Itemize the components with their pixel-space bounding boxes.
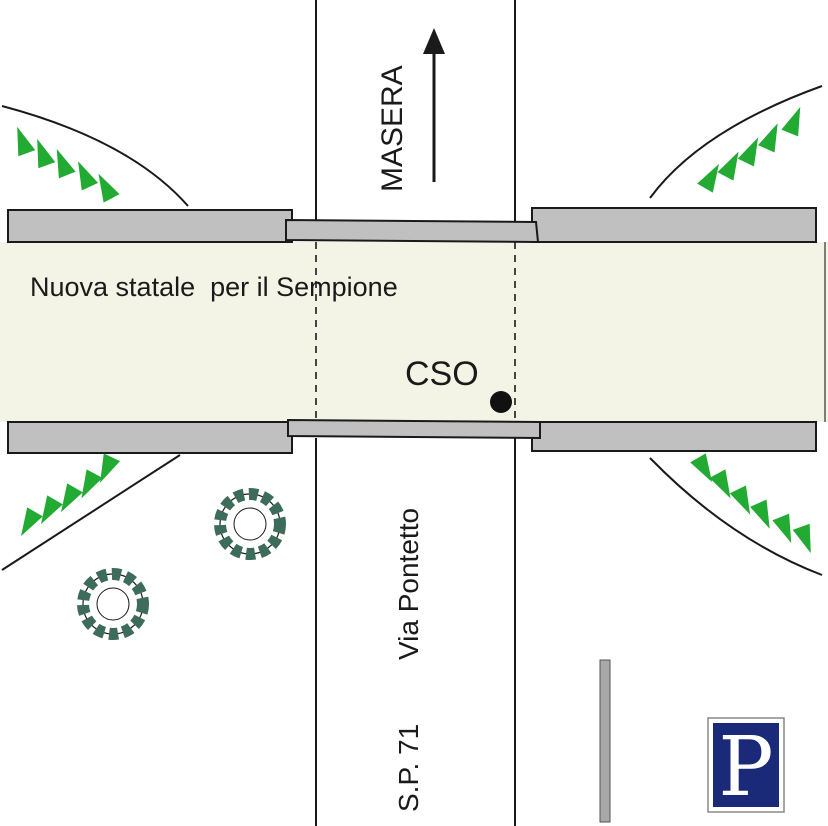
curve-top-left bbox=[1, 105, 189, 207]
curb-bottom-left bbox=[7, 421, 293, 454]
curve-bottom-left bbox=[1, 454, 181, 571]
grass-icon bbox=[690, 453, 820, 557]
grass-icon bbox=[8, 123, 120, 203]
curb-top-left bbox=[7, 209, 293, 243]
main-road-label: Nuova statale per il Sempione bbox=[30, 272, 398, 302]
parking-sign-icon: P bbox=[707, 717, 785, 815]
curb-bottom-right bbox=[531, 421, 817, 452]
post bbox=[599, 659, 611, 823]
shrub-icon bbox=[77, 568, 149, 640]
direction-label: MASERA bbox=[376, 65, 409, 192]
road-number-label: S.P. 71 bbox=[393, 724, 424, 812]
curve-bottom-right bbox=[649, 457, 823, 576]
curve-top-right bbox=[649, 85, 823, 199]
point-label: CSO bbox=[405, 355, 479, 393]
curb-top-bridge bbox=[285, 218, 540, 244]
curb-top-right bbox=[531, 207, 817, 243]
grass-icon bbox=[697, 103, 809, 193]
arrow-up-icon bbox=[423, 28, 445, 182]
side-road-label: Via Pontetto bbox=[393, 508, 424, 660]
shrub-icon bbox=[214, 488, 286, 560]
main-road bbox=[0, 242, 828, 422]
curb-bottom-bridge bbox=[287, 418, 541, 440]
marker-dot-icon bbox=[490, 391, 512, 413]
parking-sign-letter: P bbox=[718, 720, 773, 815]
